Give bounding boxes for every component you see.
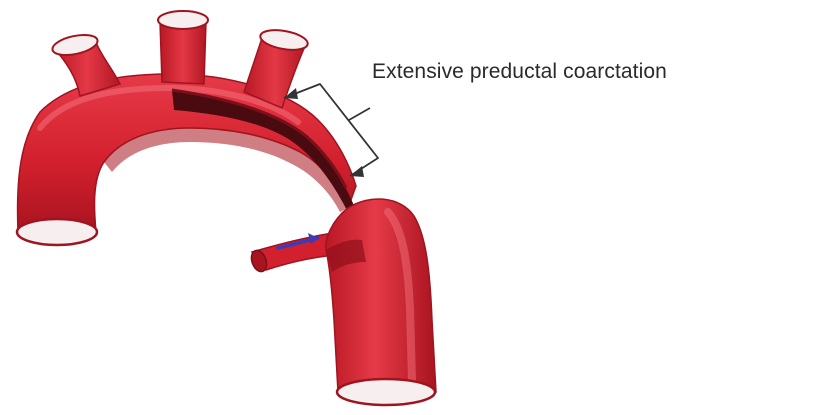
- descending-aorta-opening: [337, 379, 435, 405]
- left-common-carotid-opening: [158, 11, 208, 29]
- annotation-leader-line: [349, 108, 370, 120]
- left-common-carotid-artery: [160, 22, 206, 84]
- coarctation-annotation-label: Extensive preductal coarctation: [372, 60, 667, 84]
- ascending-aorta-opening: [17, 219, 97, 245]
- bracket-arrowhead-bottom: [350, 166, 364, 177]
- descending-aorta: [326, 199, 436, 392]
